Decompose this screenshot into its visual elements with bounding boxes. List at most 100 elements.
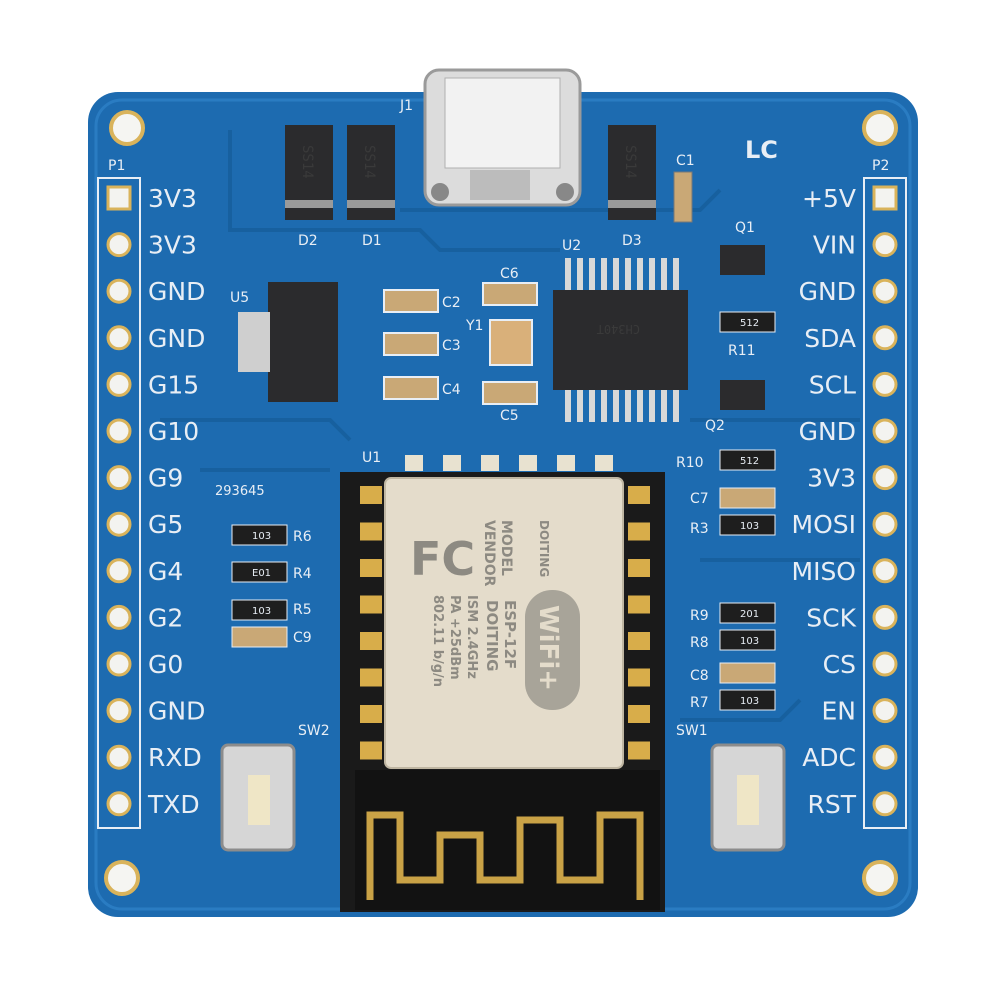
pin-label: EN	[822, 697, 857, 726]
ref-r7: R7	[690, 695, 709, 711]
resistor-r10	[719, 449, 776, 471]
module-pad	[360, 668, 382, 687]
header-pin	[872, 465, 898, 491]
header-pin	[106, 232, 132, 258]
ref-u1: U1	[362, 450, 381, 466]
ref-c1: C1	[676, 153, 695, 169]
header-pin	[872, 325, 898, 351]
header-pin	[106, 604, 132, 630]
resistor-code: 103	[740, 696, 759, 707]
module-pad	[405, 455, 423, 471]
capacitor-c7	[719, 487, 776, 509]
resistor-code: 103	[252, 531, 271, 542]
diode-marking: SS14	[361, 145, 377, 179]
header-pin	[106, 511, 132, 537]
doiting-logo: DOITING	[537, 520, 551, 577]
chip-lead	[637, 258, 643, 290]
fcc-logo: FC	[410, 532, 475, 586]
header-pin	[872, 511, 898, 537]
pin-label: RST	[807, 790, 856, 819]
pcb-antenna-trace	[366, 811, 644, 900]
resistor-code: 512	[740, 318, 759, 329]
ref-r4: R4	[293, 566, 312, 582]
header-pin	[872, 278, 898, 304]
ref-d3: D3	[622, 233, 642, 249]
header-pin	[106, 744, 132, 770]
module-pad	[628, 668, 650, 687]
module-model: ESP-12F	[501, 600, 519, 669]
diode-d3: SS14	[608, 125, 656, 220]
module-pad	[628, 486, 650, 504]
ref-j1: J1	[399, 98, 413, 114]
chip-lead	[589, 258, 595, 290]
pin-label: MISO	[792, 557, 857, 586]
resistor-r7	[719, 689, 776, 711]
header-right-outline	[863, 177, 907, 829]
ref-c6: C6	[500, 266, 519, 282]
pin-label: G15	[148, 370, 199, 399]
resistor-code: E01	[252, 568, 271, 579]
module-pad	[443, 455, 461, 471]
header-pin	[872, 791, 898, 817]
board-code: 293645	[215, 484, 265, 499]
module-pad	[557, 455, 575, 471]
chip-lead	[577, 258, 583, 290]
resistor-r5	[231, 599, 288, 621]
module-pad	[595, 455, 613, 471]
module-pad	[481, 455, 499, 471]
pin-label: CS	[823, 650, 856, 679]
regulator-u5	[268, 282, 338, 402]
resistor-r3	[719, 514, 776, 536]
header-pin	[106, 185, 132, 211]
ref-d2: D2	[298, 233, 318, 249]
module-pad	[628, 741, 650, 760]
ref-c8: C8	[690, 668, 709, 684]
pin-label: VIN	[813, 231, 856, 260]
ref-c3: C3	[442, 338, 461, 354]
header-pin	[106, 325, 132, 351]
ref-u2: U2	[562, 238, 581, 254]
chip-lead	[649, 390, 655, 422]
header-pin	[872, 185, 898, 211]
module-pad	[628, 632, 650, 650]
module-pad	[360, 486, 382, 504]
ref-sw1: SW1	[676, 723, 708, 739]
chip-lead	[613, 390, 619, 422]
ref-r8: R8	[690, 635, 709, 651]
antenna-area	[355, 770, 660, 910]
header-pin	[872, 651, 898, 677]
resistor-code: 103	[740, 636, 759, 647]
pin-label: G5	[148, 510, 183, 539]
pin-label: SDA	[804, 324, 856, 353]
chip-lead	[661, 258, 667, 290]
wifi-badge-text: WiFi+	[533, 605, 563, 691]
header-pin	[872, 418, 898, 444]
chip-lead	[673, 258, 679, 290]
module-pad	[628, 705, 650, 723]
resistor-r6	[231, 524, 288, 546]
ref-q2: Q2	[705, 418, 725, 434]
pin-label: G10	[148, 417, 199, 446]
header-pin	[106, 371, 132, 397]
chip-lead	[613, 258, 619, 290]
resistor-r4	[231, 561, 288, 583]
capacitor-c2	[383, 289, 439, 313]
ref-r10: R10	[676, 455, 704, 471]
header-pin	[106, 418, 132, 444]
module-model-label: MODEL	[498, 520, 514, 576]
module-pad	[360, 595, 382, 614]
module-pad	[360, 705, 382, 723]
module-pad	[628, 522, 650, 541]
capacitor-c3	[383, 332, 439, 356]
diode-d2: SS14	[285, 125, 333, 220]
chip-lead	[577, 390, 583, 422]
header-pin	[872, 558, 898, 584]
chip-lead	[601, 390, 607, 422]
pin-label: 3V3	[148, 184, 197, 213]
module-pad	[360, 632, 382, 650]
module-pad	[628, 595, 650, 614]
pin-label: ADC	[802, 743, 856, 772]
diode-d1: SS14	[347, 125, 395, 220]
crystal-y1	[489, 319, 533, 366]
